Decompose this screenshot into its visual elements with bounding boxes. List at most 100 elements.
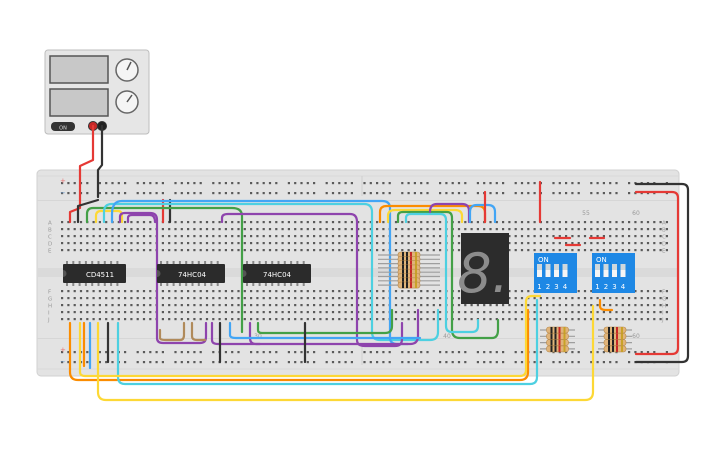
hole[interactable] [174, 290, 177, 293]
hole[interactable] [634, 249, 637, 252]
hole[interactable] [615, 192, 618, 195]
hole[interactable] [420, 351, 423, 354]
hole[interactable] [98, 221, 101, 224]
hole[interactable] [602, 311, 605, 314]
hole[interactable] [136, 311, 139, 314]
hole[interactable] [180, 361, 183, 364]
hole[interactable] [546, 242, 549, 245]
hole[interactable] [193, 311, 196, 314]
hole[interactable] [621, 235, 624, 238]
hole[interactable] [86, 297, 89, 300]
hole[interactable] [558, 318, 561, 321]
hole[interactable] [142, 361, 146, 364]
hole[interactable] [483, 311, 486, 314]
hole[interactable] [193, 242, 196, 245]
hole[interactable] [287, 311, 290, 314]
hole[interactable] [331, 318, 335, 321]
hole[interactable] [665, 290, 668, 293]
hole[interactable] [300, 221, 303, 224]
hole[interactable] [325, 351, 328, 354]
hole[interactable] [653, 297, 656, 300]
hole[interactable] [420, 182, 423, 185]
hole[interactable] [105, 290, 108, 293]
hole[interactable] [495, 311, 498, 314]
hole[interactable] [577, 311, 580, 314]
hole[interactable] [602, 182, 605, 185]
hole[interactable] [483, 361, 486, 364]
hole[interactable] [268, 297, 272, 300]
hole[interactable] [111, 311, 114, 314]
hole[interactable] [533, 297, 536, 300]
hole[interactable] [621, 311, 624, 314]
hole[interactable] [124, 290, 127, 293]
hole[interactable] [457, 297, 461, 300]
hole[interactable] [565, 361, 568, 364]
hole[interactable] [111, 249, 114, 252]
hole[interactable] [420, 192, 423, 195]
hole[interactable] [621, 242, 624, 245]
hole[interactable] [86, 182, 89, 185]
hole[interactable] [174, 318, 177, 321]
hole[interactable] [268, 182, 272, 185]
hole[interactable] [130, 311, 133, 314]
hole[interactable] [124, 297, 127, 300]
hole[interactable] [502, 351, 505, 354]
hole[interactable] [558, 192, 561, 195]
hole[interactable] [294, 311, 297, 314]
hole[interactable] [275, 182, 278, 185]
hole[interactable] [117, 318, 120, 321]
hole[interactable] [489, 304, 492, 307]
hole[interactable] [394, 221, 398, 224]
hole[interactable] [533, 351, 536, 354]
hole[interactable] [161, 182, 164, 185]
hole[interactable] [634, 297, 637, 300]
hole[interactable] [369, 182, 372, 185]
hole[interactable] [231, 228, 234, 231]
hole[interactable] [382, 318, 385, 321]
hole[interactable] [420, 318, 423, 321]
hole[interactable] [319, 228, 322, 231]
hole[interactable] [659, 318, 662, 321]
hole[interactable] [590, 235, 593, 238]
hole[interactable] [590, 182, 593, 185]
hole[interactable] [665, 304, 668, 307]
hole[interactable] [552, 221, 555, 224]
hole[interactable] [382, 182, 385, 185]
hole[interactable] [250, 235, 253, 238]
hole[interactable] [161, 311, 164, 314]
hole[interactable] [199, 249, 202, 252]
hole[interactable] [590, 318, 593, 321]
hole[interactable] [67, 228, 70, 231]
hole[interactable] [483, 228, 486, 231]
hole[interactable] [313, 297, 316, 300]
hole[interactable] [98, 242, 101, 245]
hole[interactable] [187, 192, 190, 195]
hole[interactable] [287, 290, 290, 293]
hole[interactable] [86, 304, 89, 307]
hole[interactable] [596, 351, 599, 354]
hole[interactable] [149, 318, 152, 321]
hole[interactable] [369, 249, 372, 252]
hole[interactable] [117, 235, 120, 238]
hole[interactable] [558, 182, 561, 185]
hole[interactable] [350, 235, 353, 238]
hole[interactable] [142, 249, 146, 252]
hole[interactable] [432, 242, 435, 245]
hole[interactable] [187, 318, 190, 321]
hole[interactable] [212, 318, 215, 321]
hole[interactable] [262, 192, 265, 195]
hole[interactable] [401, 249, 404, 252]
hole[interactable] [300, 192, 303, 195]
hole[interactable] [262, 297, 265, 300]
hole[interactable] [363, 242, 366, 245]
hole[interactable] [124, 249, 127, 252]
hole[interactable] [476, 361, 479, 364]
hole[interactable] [86, 311, 89, 314]
hole[interactable] [590, 290, 593, 293]
hole[interactable] [533, 242, 536, 245]
hole[interactable] [325, 235, 328, 238]
hole[interactable] [161, 361, 164, 364]
hole[interactable] [426, 249, 429, 252]
hole[interactable] [344, 221, 347, 224]
hole[interactable] [571, 182, 574, 185]
